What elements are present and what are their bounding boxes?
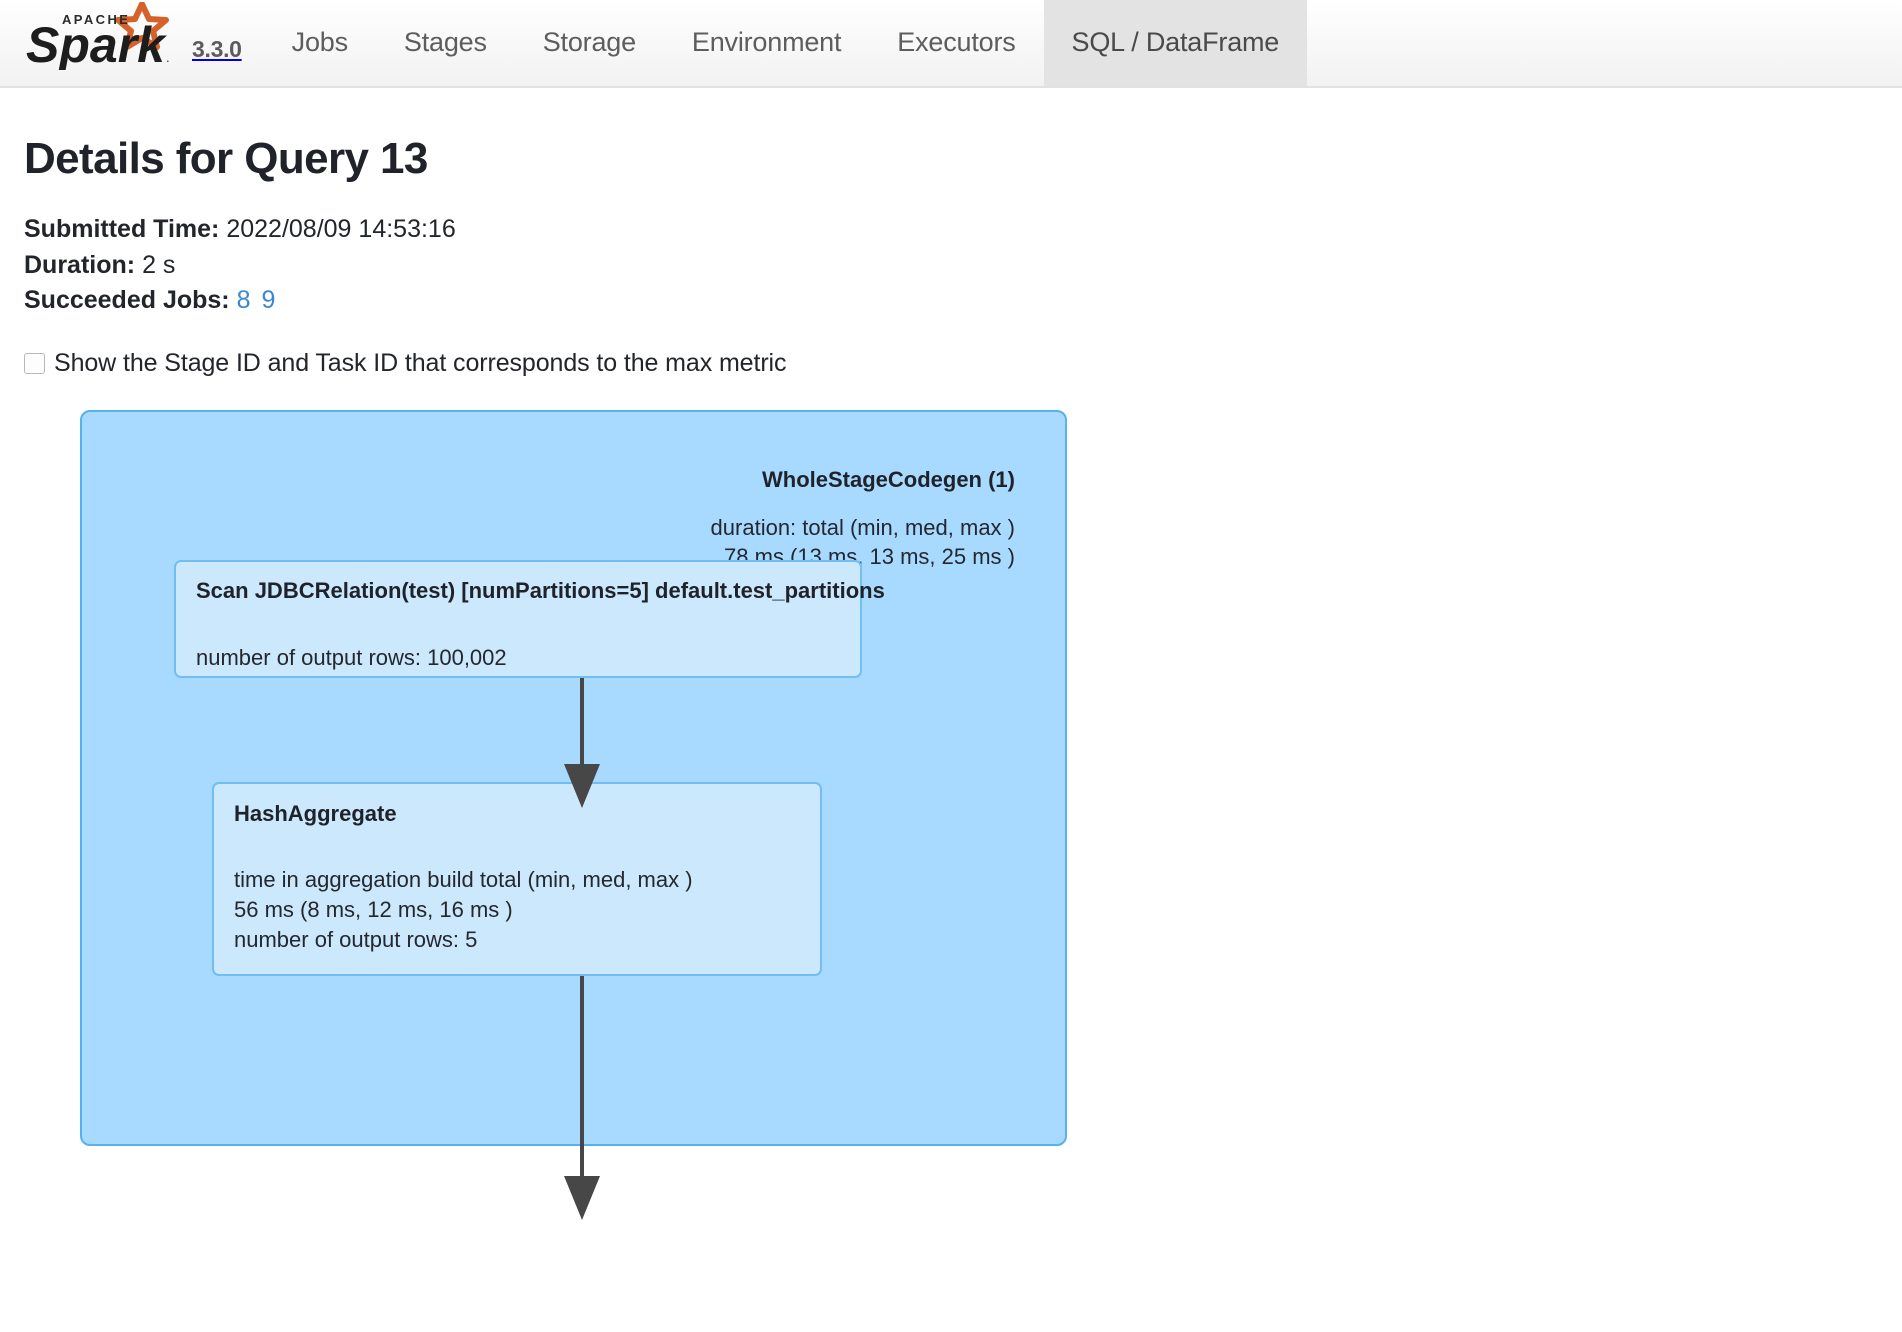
nav-tab-jobs[interactable]: Jobs bbox=[291, 27, 348, 57]
svg-text:Spark: Spark bbox=[26, 17, 167, 70]
submitted-time-row: Submitted Time: 2022/08/09 14:53:16 bbox=[24, 212, 1878, 248]
spark-logo-link[interactable]: APACHE Spark . 3.3.0 bbox=[18, 0, 242, 86]
spark-version-label: 3.3.0 bbox=[192, 36, 242, 62]
plan-node-hashaggregate-metrics: time in aggregation build total (min, me… bbox=[234, 865, 800, 955]
svg-text:APACHE: APACHE bbox=[62, 12, 130, 27]
show-stage-task-id-checkbox[interactable] bbox=[24, 352, 45, 374]
page-title: Details for Query 13 bbox=[24, 134, 428, 183]
plan-node-scan-title: Scan JDBCRelation(test) [numPartitions=5… bbox=[196, 577, 885, 603]
plan-node-scan-metric-0: number of output rows: 100,002 bbox=[196, 644, 507, 670]
nav-tab-list: Jobs Stages Storage Environment Executor… bbox=[264, 0, 1308, 86]
succeeded-jobs-label: Succeeded Jobs: bbox=[24, 286, 230, 314]
nav-tab-executors[interactable]: Executors bbox=[897, 27, 1016, 57]
nav-tab-storage[interactable]: Storage bbox=[542, 27, 636, 57]
duration-row: Duration: 2 s bbox=[24, 248, 1878, 284]
query-metadata-list: Submitted Time: 2022/08/09 14:53:16 Dura… bbox=[24, 212, 1878, 319]
plan-node-hashaggregate-metric-1: 56 ms (8 ms, 12 ms, 16 ms ) bbox=[234, 896, 513, 922]
show-stage-task-id-row[interactable]: Show the Stage ID and Task ID that corre… bbox=[24, 349, 1878, 378]
plan-node-hashaggregate[interactable]: HashAggregate time in aggregation build … bbox=[212, 781, 822, 976]
svg-text:.: . bbox=[166, 50, 170, 65]
plan-node-scan-jdbcrelation[interactable]: Scan JDBCRelation(test) [numPartitions=5… bbox=[174, 559, 885, 678]
succeeded-job-link-8[interactable]: 8 bbox=[236, 286, 251, 314]
page-content: Details for Query 13 Submitted Time: 202… bbox=[0, 134, 1902, 1220]
plan-node-hashaggregate-title: HashAggregate bbox=[234, 800, 397, 826]
succeeded-jobs-row: Succeeded Jobs: 8 9 bbox=[24, 283, 1878, 319]
query-plan-graph: WholeStageCodegen (1) duration: total (m… bbox=[56, 409, 1067, 1220]
submitted-time-label: Submitted Time: bbox=[24, 215, 220, 243]
cluster-metric-header: duration: total (min, med, max ) bbox=[710, 514, 1015, 540]
plan-node-hashaggregate-metric-0: time in aggregation build total (min, me… bbox=[234, 866, 693, 892]
plan-edge-scan-to-hashaggregate bbox=[56, 410, 1056, 1170]
cluster-title: WholeStageCodegen (1) bbox=[761, 466, 1015, 492]
nav-tab-environment[interactable]: Environment bbox=[691, 27, 842, 57]
nav-tab-stages[interactable]: Stages bbox=[403, 27, 487, 57]
duration-label: Duration: bbox=[24, 250, 136, 279]
apache-spark-logo-icon: APACHE Spark . bbox=[18, 2, 186, 70]
succeeded-job-link-9[interactable]: 9 bbox=[261, 286, 276, 314]
duration-value: 2 s bbox=[142, 250, 176, 279]
plan-edge-hashaggregate-to-next bbox=[56, 410, 1056, 1220]
plan-node-scan-metrics: number of output rows: 100,002 bbox=[196, 643, 840, 673]
top-navigation-bar: APACHE Spark . 3.3.0 Jobs Stages Storage… bbox=[0, 0, 1902, 88]
submitted-time-value: 2022/08/09 14:53:16 bbox=[226, 215, 456, 243]
plan-node-hashaggregate-metric-2: number of output rows: 5 bbox=[234, 926, 478, 952]
show-stage-task-id-label: Show the Stage ID and Task ID that corre… bbox=[54, 348, 787, 377]
nav-tab-sql-dataframe[interactable]: SQL / DataFrame bbox=[1043, 0, 1308, 86]
